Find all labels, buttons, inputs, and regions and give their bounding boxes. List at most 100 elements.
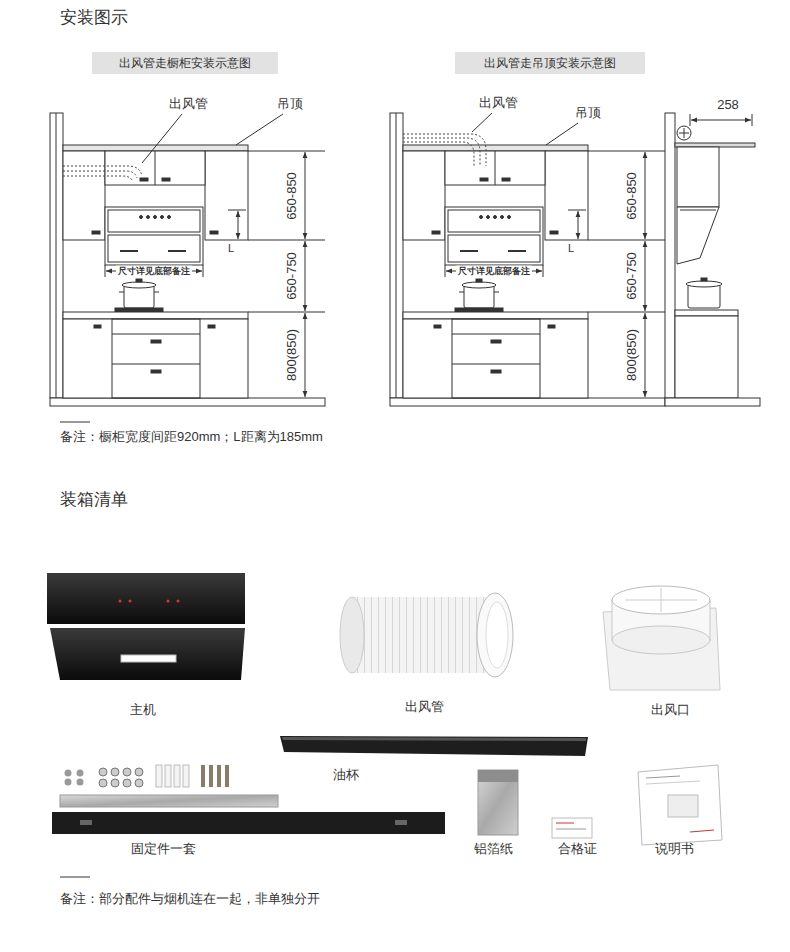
leader-line (142, 113, 578, 163)
item-label: 说明书 (655, 841, 694, 857)
fixing-set-photo (165, 765, 171, 787)
air-duct (403, 138, 480, 166)
side-view (677, 207, 719, 264)
fixing-set-photo (111, 768, 119, 776)
range-hood-photo (129, 600, 132, 603)
side-view (665, 113, 760, 406)
side-view (691, 120, 751, 121)
outlet-photo (603, 586, 720, 690)
dimension-label: 800(850) (284, 329, 300, 381)
kitchen-diagram (50, 113, 325, 406)
kitchen-diagram (50, 113, 325, 406)
fixing-set-photo (217, 765, 221, 787)
side-view (686, 281, 722, 287)
air-duct (63, 176, 132, 180)
range-hood-photo (50, 628, 245, 680)
item-label: 固定件一套 (131, 841, 196, 857)
note-text: 备注：部分配件与烟机连在一起，非单独分开 (60, 891, 320, 907)
range-hood-photo (47, 573, 245, 624)
air-duct (63, 171, 137, 178)
part-label: 出风管 (169, 96, 208, 112)
range-hood-photo (167, 600, 170, 603)
duct-photo (340, 597, 364, 673)
fixing-set-photo (65, 770, 72, 777)
leader-line (546, 123, 578, 145)
side-view (675, 143, 755, 147)
side-view (684, 128, 685, 138)
fixing-set-photo (52, 765, 445, 834)
fixing-set-photo (77, 779, 84, 786)
oil-cup-photo (280, 736, 588, 756)
side-view (675, 310, 738, 316)
dimension-label: 800(850) (624, 329, 640, 381)
note-rule (60, 877, 90, 878)
air-duct (63, 166, 142, 176)
air-duct (403, 134, 486, 166)
dimension-label: L (228, 242, 234, 255)
side-view (701, 278, 707, 281)
air-duct (403, 142, 474, 166)
section-heading: 装箱清单 (60, 490, 128, 510)
band-title: 出风管走吊顶安装示意图 (484, 56, 616, 70)
foil-photo (478, 770, 518, 782)
air-duct (63, 166, 142, 180)
dimension-label: 650-750 (284, 252, 300, 300)
leader-line (472, 113, 492, 132)
note-text: 备注：橱柜宽度间距920mm；L距离为185mm (60, 429, 323, 445)
manual-photo (668, 795, 698, 817)
air-duct (403, 134, 486, 166)
item-label: 油杯 (333, 767, 359, 783)
item-label: 主机 (130, 702, 156, 718)
item-label: 合格证 (558, 841, 597, 857)
duct-photo (477, 593, 513, 677)
certificate-photo (552, 818, 592, 838)
dimension-label: 650-750 (624, 252, 640, 300)
note-rule (60, 422, 90, 423)
dimension-label: 650-850 (624, 172, 640, 220)
kitchen-diagram (390, 113, 665, 406)
side-view (680, 210, 716, 211)
fixing-set-photo (123, 768, 131, 776)
fixing-set-photo (395, 820, 407, 825)
fixing-set-photo (65, 779, 72, 786)
side-view (677, 147, 719, 207)
fixing-set-photo (60, 795, 278, 807)
outlet-photo (612, 626, 710, 654)
side-view (752, 114, 753, 126)
outlet-photo (612, 586, 710, 614)
duct-photo (486, 602, 508, 668)
side-view (665, 113, 675, 398)
part-label: 吊顶 (277, 96, 303, 112)
range-hood-photo (121, 655, 176, 662)
side-view (690, 114, 691, 126)
range-hood-photo (47, 573, 245, 680)
fixing-set-photo (225, 765, 229, 787)
fixing-set-photo (123, 779, 131, 787)
range-hood-photo (177, 600, 180, 603)
foil-photo (478, 770, 518, 835)
fixing-set-photo (77, 770, 84, 777)
fixing-set-photo (183, 765, 189, 787)
fixing-set-photo (111, 779, 119, 787)
range-hood-photo (119, 600, 122, 603)
dimension-label: L (568, 242, 574, 255)
side-view (665, 398, 760, 406)
duct-photo (340, 593, 513, 677)
part-label: 吊顶 (575, 105, 601, 121)
dimension-note: 尺寸详见底部备注 (116, 266, 192, 277)
item-label: 出风管 (405, 699, 444, 715)
section-heading: 安装图示 (60, 8, 128, 28)
foil-photo (478, 770, 518, 835)
oil-cup-photo (280, 736, 588, 756)
side-view (675, 316, 738, 398)
leader-line (236, 114, 283, 145)
certificate-photo (556, 823, 574, 824)
fixing-set-photo (174, 765, 180, 787)
fixing-set-photo (201, 765, 205, 787)
fixing-set-photo (80, 820, 92, 825)
dimension-label: 258 (717, 97, 739, 113)
item-label: 出风口 (651, 702, 690, 718)
